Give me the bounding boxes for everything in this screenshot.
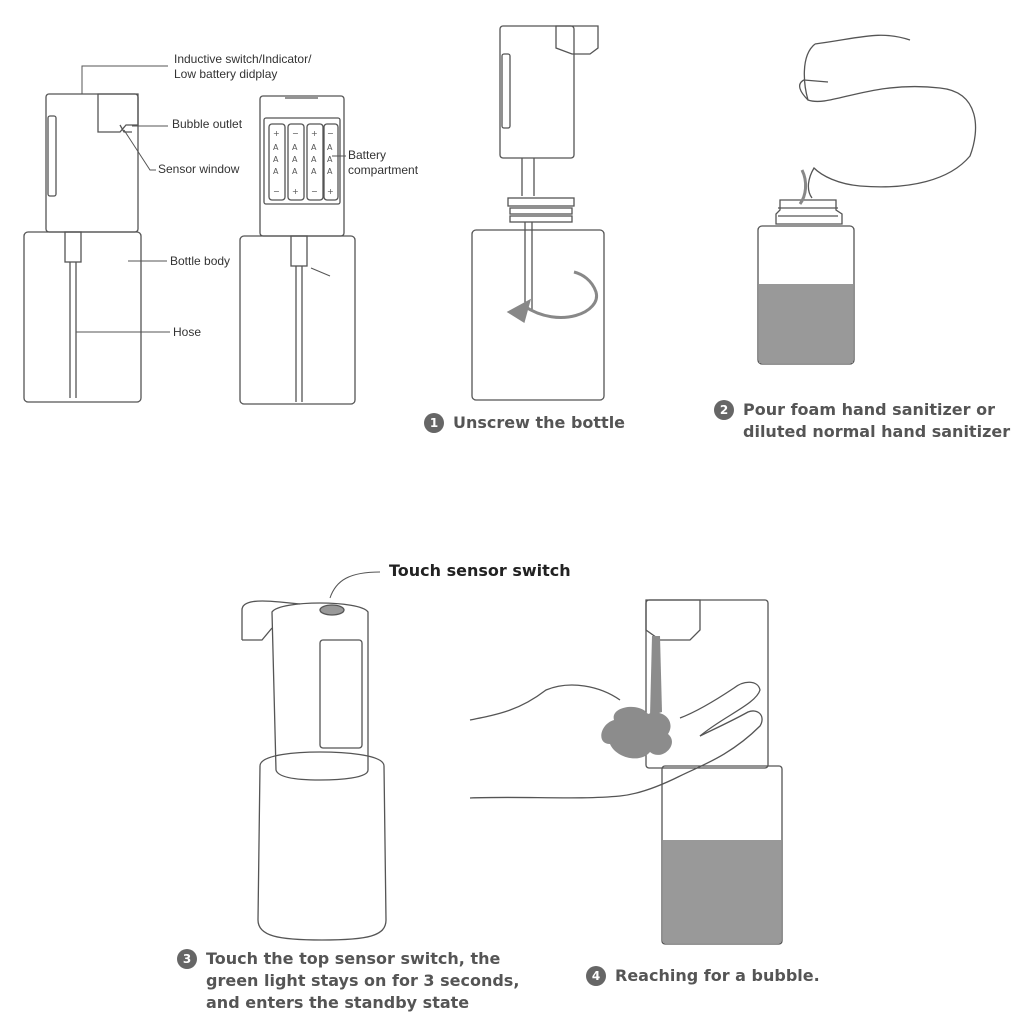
step-1-badge: 1 [424, 413, 444, 433]
label-bottle-body: Bottle body [170, 254, 230, 269]
svg-text:A: A [292, 167, 298, 176]
step2-illustration [758, 35, 976, 364]
svg-text:A: A [327, 143, 333, 152]
svg-text:−: − [327, 129, 334, 138]
step-2-line1: Pour foam hand sanitizer or [743, 399, 1010, 421]
step-4-badge: 4 [586, 966, 606, 986]
step-3-line2: green light stays on for 3 seconds, [206, 970, 519, 992]
label-battery-line2: compartment [348, 163, 418, 178]
svg-text:A: A [311, 143, 317, 152]
label-inductive-switch-line1: Inductive switch/Indicator/ [174, 52, 311, 67]
svg-text:A: A [292, 155, 298, 164]
svg-text:+: + [311, 129, 318, 138]
label-inductive-switch: Inductive switch/Indicator/ Low battery … [174, 52, 311, 82]
svg-text:A: A [273, 143, 279, 152]
callout-leaders [76, 66, 346, 332]
step-2-badge: 2 [714, 400, 734, 420]
svg-text:−: − [311, 187, 318, 196]
label-battery-line1: Battery [348, 148, 418, 163]
step-2-caption: 2 Pour foam hand sanitizer or diluted no… [714, 399, 1010, 443]
step-3-line3: and enters the standby state [206, 992, 519, 1014]
step-3-caption: 3 Touch the top sensor switch, the green… [177, 948, 519, 1014]
svg-text:+: + [292, 187, 299, 196]
label-inductive-switch-line2: Low battery didplay [174, 67, 311, 82]
step-1-caption: 1 Unscrew the bottle [424, 412, 625, 434]
step-3-line1: Touch the top sensor switch, the [206, 948, 519, 970]
label-bubble-outlet: Bubble outlet [172, 117, 242, 132]
svg-text:A: A [327, 155, 333, 164]
svg-text:−: − [273, 187, 280, 196]
svg-text:A: A [311, 155, 317, 164]
step-3-badge: 3 [177, 949, 197, 969]
svg-text:A: A [327, 167, 333, 176]
svg-text:A: A [292, 143, 298, 152]
step4-illustration [470, 600, 782, 944]
svg-text:A: A [273, 167, 279, 176]
svg-text:+: + [273, 129, 280, 138]
step-2-line2: diluted normal hand sanitizer [743, 421, 1010, 443]
label-touch-sensor-switch: Touch sensor switch [389, 561, 571, 580]
dispenser-back-view [240, 96, 355, 404]
step-4-caption: 4 Reaching for a bubble. [586, 965, 820, 987]
step-1-line1: Unscrew the bottle [453, 412, 625, 434]
svg-text:A: A [273, 155, 279, 164]
step-4-line1: Reaching for a bubble. [615, 965, 820, 987]
dispenser-front-view [24, 94, 141, 402]
svg-text:A: A [311, 167, 317, 176]
svg-text:−: − [292, 129, 299, 138]
label-battery-compartment: Battery compartment [348, 148, 418, 178]
step1-illustration [472, 26, 604, 400]
label-sensor-window: Sensor window [158, 162, 239, 177]
step3-illustration [242, 572, 386, 940]
svg-text:+: + [327, 187, 334, 196]
label-hose: Hose [173, 325, 201, 340]
